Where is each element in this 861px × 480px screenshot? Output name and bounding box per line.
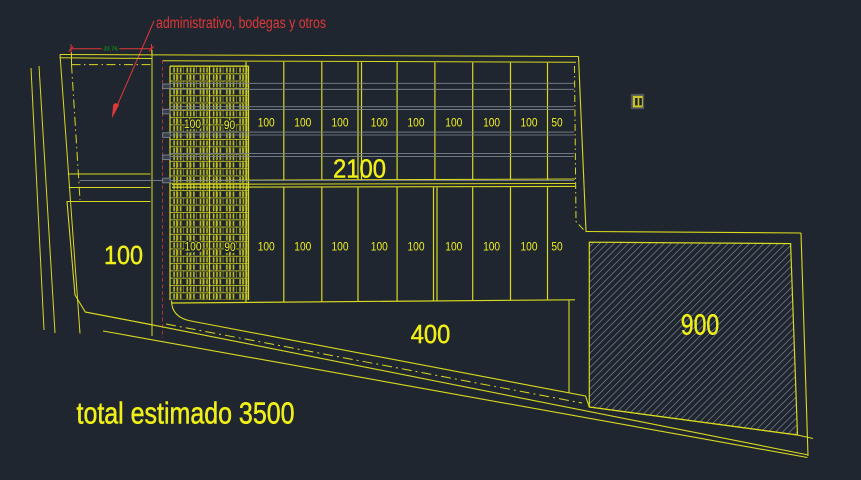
svg-text:total estimado 3500: total estimado 3500 — [77, 396, 295, 431]
svg-text:90: 90 — [224, 118, 235, 132]
svg-text:100: 100 — [521, 240, 538, 254]
svg-text:100: 100 — [408, 240, 425, 254]
svg-text:100: 100 — [445, 116, 462, 130]
svg-text:100: 100 — [294, 116, 311, 130]
svg-text:100: 100 — [483, 240, 500, 254]
svg-text:100: 100 — [258, 240, 275, 254]
svg-text:100: 100 — [184, 117, 201, 131]
svg-text:100: 100 — [408, 116, 425, 130]
svg-text:100: 100 — [184, 117, 201, 131]
svg-text:100: 100 — [445, 240, 462, 254]
svg-text:administrativo, bodegas y otro: administrativo, bodegas y otros — [156, 15, 326, 32]
svg-text:100: 100 — [371, 240, 388, 254]
svg-text:90: 90 — [224, 240, 235, 254]
svg-text:100: 100 — [521, 116, 538, 130]
svg-text:100: 100 — [185, 240, 202, 254]
svg-text:100: 100 — [483, 116, 500, 130]
svg-text:400: 400 — [411, 319, 451, 349]
svg-text:90: 90 — [224, 241, 235, 255]
svg-text:100: 100 — [258, 116, 275, 130]
svg-text:100: 100 — [332, 116, 349, 130]
svg-text:100: 100 — [332, 240, 349, 254]
svg-text:2100: 2100 — [333, 153, 386, 183]
svg-text:100: 100 — [371, 116, 388, 130]
svg-text:50: 50 — [551, 116, 562, 130]
svg-text:100: 100 — [294, 240, 311, 254]
svg-text:33.76: 33.76 — [103, 47, 117, 53]
svg-text:50: 50 — [551, 240, 562, 254]
svg-text:100: 100 — [104, 240, 143, 270]
svg-text:90: 90 — [224, 118, 235, 132]
svg-text:100: 100 — [185, 239, 202, 253]
svg-text:900: 900 — [681, 310, 720, 342]
